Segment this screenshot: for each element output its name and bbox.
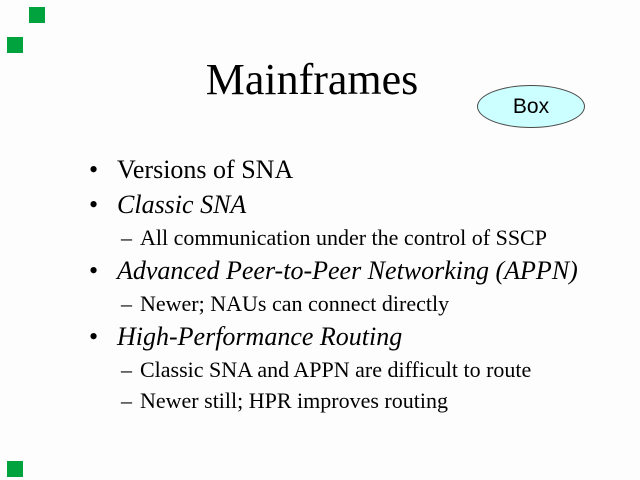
green-marker: [7, 461, 23, 477]
dash-bullet-icon: –: [121, 291, 132, 316]
list-subitem: – Classic SNA and APPN are difficult to …: [88, 354, 633, 385]
bullet-list: • Versions of SNA • Classic SNA – All co…: [88, 152, 633, 416]
box-callout-oval: Box: [477, 85, 585, 128]
dash-bullet-icon: –: [121, 225, 132, 250]
list-item: • Classic SNA: [88, 187, 633, 222]
slide-title: Mainframes: [205, 55, 419, 104]
list-subitem: – All communication under the control of…: [88, 222, 633, 253]
list-subitem: – Newer still; HPR improves routing: [88, 385, 633, 416]
list-item: • Advanced Peer-to-Peer Networking (APPN…: [88, 253, 633, 288]
dash-bullet-icon: –: [121, 388, 132, 413]
list-item-text: Advanced Peer-to-Peer Networking (APPN): [117, 256, 578, 285]
dash-bullet-icon: –: [121, 357, 132, 382]
bullet-icon: •: [89, 155, 99, 184]
list-item: • Versions of SNA: [88, 152, 633, 187]
green-marker: [7, 37, 23, 53]
bullet-icon: •: [89, 322, 99, 351]
list-item-text: Classic SNA: [117, 190, 247, 219]
box-callout-label: Box: [512, 95, 550, 118]
list-item-text: Classic SNA and APPN are difficult to ro…: [140, 357, 532, 382]
list-item-text: Newer still; HPR improves routing: [140, 388, 448, 413]
list-item: • High-Performance Routing: [88, 319, 633, 354]
list-item-text: Versions of SNA: [117, 155, 294, 184]
bullet-icon: •: [89, 256, 99, 285]
bullet-icon: •: [89, 190, 99, 219]
list-item-text: All communication under the control of S…: [140, 225, 547, 250]
list-item-text: High-Performance Routing: [117, 322, 403, 351]
green-marker: [29, 7, 45, 23]
list-subitem: – Newer; NAUs can connect directly: [88, 288, 633, 319]
list-item-text: Newer; NAUs can connect directly: [140, 291, 450, 316]
